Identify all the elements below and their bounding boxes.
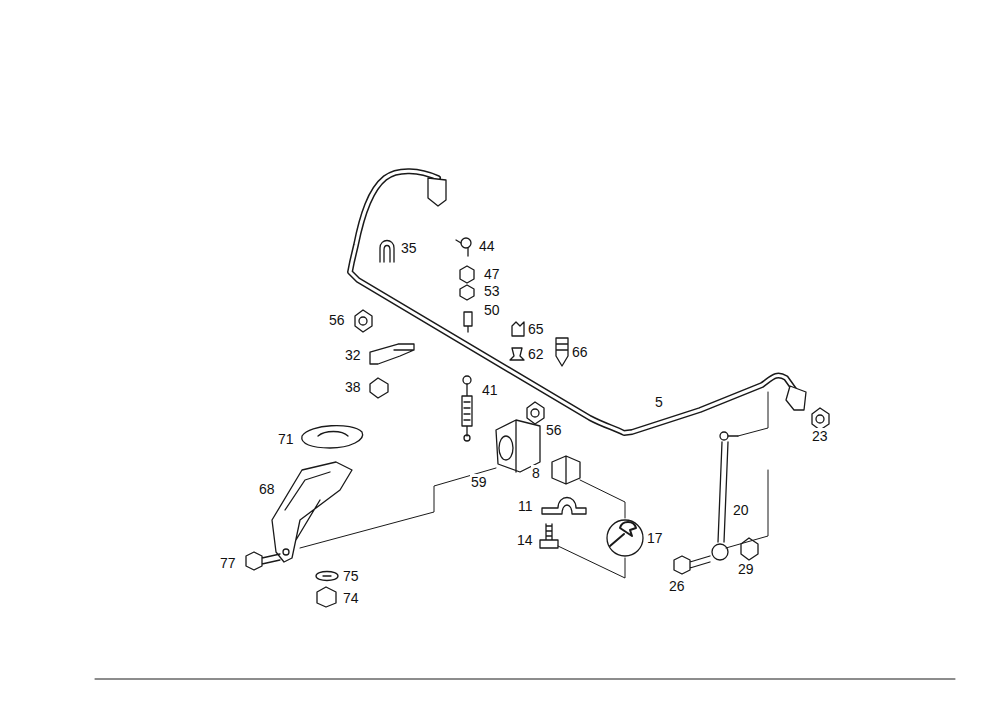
callout-number: 50 — [483, 302, 501, 318]
flange-nut-bore — [816, 415, 824, 423]
page-rule — [95, 679, 955, 680]
torque-symbol — [607, 520, 643, 556]
rubber-stop — [512, 322, 524, 336]
callout-number: 59 — [470, 474, 488, 490]
callout-number: 53 — [483, 283, 501, 299]
level-link — [462, 376, 472, 441]
hex-nut — [370, 378, 388, 398]
callout-number: 20 — [732, 502, 750, 518]
callout-number: 38 — [344, 379, 362, 395]
clip — [510, 348, 524, 360]
ball-fitting — [456, 238, 471, 256]
callout-number: 17 — [646, 530, 664, 546]
leader-lines — [300, 392, 768, 578]
callout-number: 74 — [342, 590, 360, 606]
hex-nut — [317, 587, 336, 607]
bump-stop — [556, 338, 568, 366]
hex-bolt — [540, 524, 558, 548]
callout-number: 75 — [342, 568, 360, 584]
clamp — [542, 498, 586, 515]
callout-number: 65 — [527, 321, 545, 337]
callout-number: 56 — [545, 422, 563, 438]
support-bracket — [272, 462, 352, 562]
flange-nut — [355, 310, 372, 332]
bracket-hole — [283, 549, 289, 555]
hex-nut — [460, 285, 474, 300]
hex-bolt — [674, 556, 710, 574]
coupling-link — [712, 432, 738, 560]
stabilizer-bar — [350, 171, 806, 433]
callout-number: 44 — [478, 238, 496, 254]
hex-nut — [460, 266, 474, 283]
callout-number: 32 — [344, 347, 362, 363]
callout-number: 14 — [516, 532, 534, 548]
callout-number: 41 — [481, 382, 499, 398]
bracket — [370, 344, 414, 364]
washer — [316, 572, 338, 581]
callout-number: 35 — [400, 240, 418, 256]
flange-bolt — [246, 552, 280, 570]
callout-number: 62 — [527, 346, 545, 362]
callout-number: 11 — [517, 498, 534, 514]
housing-bore — [499, 436, 513, 460]
flange-nut — [527, 402, 544, 424]
callout-number: 29 — [737, 561, 755, 577]
callout-number: 8 — [531, 465, 541, 481]
callout-number: 26 — [668, 578, 686, 594]
rubber-bushing — [552, 456, 580, 484]
u-clip — [380, 241, 394, 263]
flange-nut — [812, 408, 829, 430]
flange-nut-bore — [359, 317, 367, 325]
callout-number: 68 — [258, 481, 276, 497]
callout-number: 66 — [571, 344, 589, 360]
callout-number: 23 — [811, 428, 829, 444]
stud — [464, 312, 472, 332]
callout-number: 56 — [328, 312, 346, 328]
callout-number: 77 — [219, 555, 237, 571]
callout-number: 71 — [277, 431, 295, 447]
flange-nut-bore — [531, 409, 539, 417]
callout-number: 47 — [483, 266, 501, 282]
mount-plate — [302, 426, 363, 448]
callout-number: 5 — [654, 394, 664, 410]
